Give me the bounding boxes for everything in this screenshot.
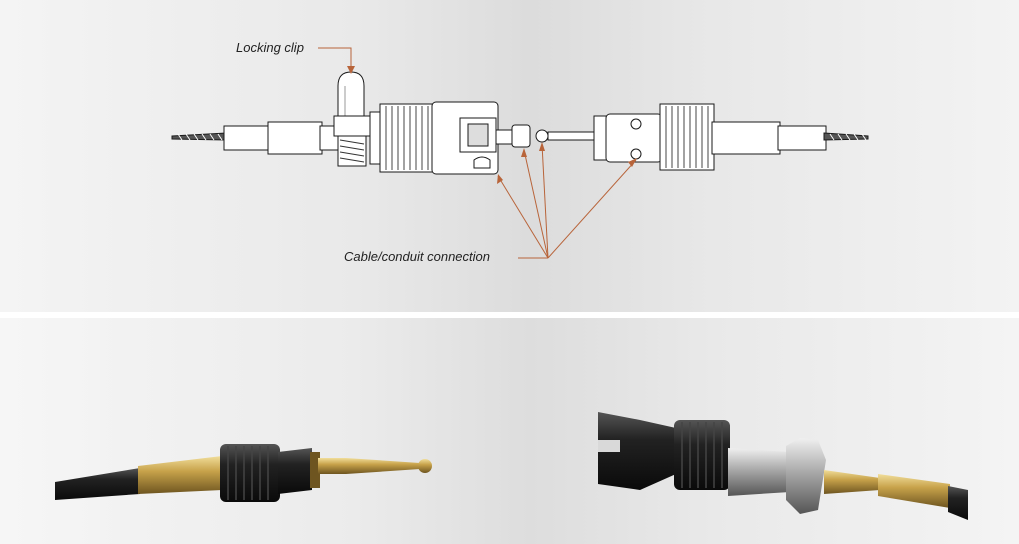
left-photo-washer (310, 452, 320, 488)
leader-lines (318, 47, 637, 259)
connection-leader-4 (547, 159, 637, 259)
right-photo-connector (598, 412, 968, 520)
panel-divider (0, 312, 1019, 318)
right-cable-core (823, 132, 869, 141)
right-photo-metal-body (728, 448, 790, 496)
right-photo-cable (948, 486, 968, 520)
connection-leader-2 (523, 149, 549, 259)
right-photo-socket (598, 412, 676, 490)
left-conduit-sleeve (223, 125, 271, 151)
diagram-panel (0, 0, 1019, 312)
left-photo-brass-sleeve (138, 456, 222, 494)
left-photo-pin (318, 458, 420, 474)
right-knurled-nut (659, 103, 715, 171)
locking-clip-leader (318, 47, 352, 72)
locking-clip-label: Locking clip (236, 40, 304, 55)
left-knurled-nut (369, 103, 435, 173)
left-connector-cup (511, 124, 531, 148)
right-connector-body (605, 113, 663, 163)
cable-conduit-connection-label: Cable/conduit connection (344, 249, 490, 264)
connection-leader-1 (497, 175, 549, 259)
left-cable-core (171, 132, 227, 141)
left-photo-collar (278, 448, 312, 494)
right-photo-knurled-nut (674, 420, 730, 490)
photo-panel (0, 318, 1019, 544)
left-conduit-ferrule (267, 121, 323, 155)
locking-clip (333, 71, 371, 167)
left-photo-connector (55, 444, 432, 502)
right-photo-brass-sleeve (878, 474, 950, 508)
right-conduit-ferrule (711, 121, 781, 155)
right-photo-locking-clip (786, 438, 826, 514)
right-conduit-sleeve (777, 125, 827, 151)
connector-line-drawing (171, 47, 869, 259)
connection-leader-3 (541, 143, 549, 259)
leader-arrowheads (347, 66, 637, 184)
left-photo-ball-end (418, 459, 432, 473)
left-photo-cable (55, 468, 140, 500)
left-photo-knurled-nut (220, 444, 280, 502)
right-photo-threaded-rod (824, 470, 880, 494)
